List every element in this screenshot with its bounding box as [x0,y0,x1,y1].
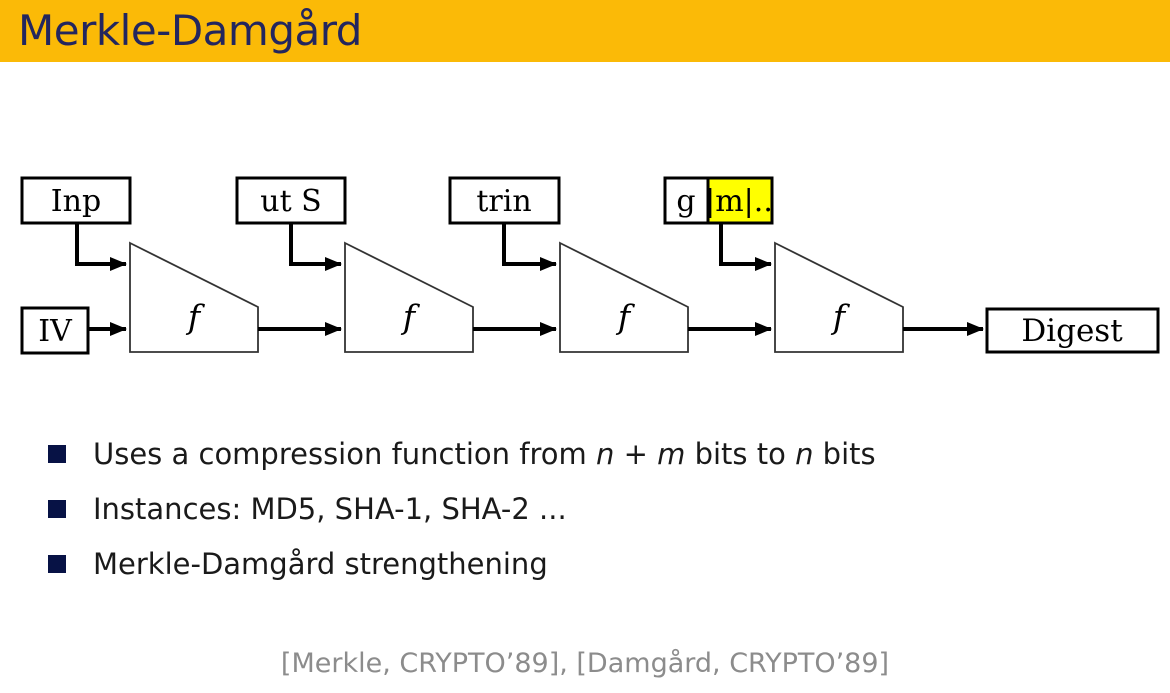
digest-label: Digest [1021,313,1123,349]
bullet1-post: bits [813,436,876,471]
digest-box [985,307,1160,354]
citation-line: [Merkle, CRYPTO’89], [Damgård, CRYPTO’89… [280,648,890,679]
bullet-text-strengthening: Merkle-Damgård strengthening [93,546,548,581]
bullet-square-icon [48,554,66,573]
header-bar: Merkle-Damgård [0,0,1170,62]
input-block-4 [663,176,774,225]
bullet-square-icon [48,444,66,463]
bullet1-var-m: m [657,436,686,471]
bullet-text-compression: Uses a compression function from n + m b… [93,437,876,471]
compression-function-4 [774,241,904,353]
length-padding-label: |m|.. [705,184,773,219]
bullet1-pre: Uses a compression function from [93,436,596,471]
arrow-block3-to-f3 [502,223,557,271]
slide-title: Merkle-Damgård [18,6,362,55]
merkle-damgard-diagram: f f f f Inp ut S trin g |m|.. IV Digest [20,176,1160,355]
bullet1-mid: bits to [685,436,796,471]
compression-function-1 [129,241,259,353]
input-block-2-label: ut S [260,184,321,219]
arrow-block1-to-f1 [75,223,127,271]
input-block-4-label: g [676,184,695,219]
bullet1-var-n2: n [795,436,814,471]
iv-label: IV [38,314,73,349]
bullet-item-instances: Instances: MD5, SHA-1, SHA-2 ... [48,481,876,536]
length-padding-cell [708,178,772,223]
arrow-block4-to-f4 [719,223,772,271]
compression-functions [129,241,904,353]
input-block-3-label: trin [476,184,531,219]
compression-function-3 [559,241,689,353]
bullet-square-icon [48,499,66,518]
bullet-text-instances: Instances: MD5, SHA-1, SHA-2 ... [93,491,567,526]
bullet-item-compression: Uses a compression function from n + m b… [48,426,876,481]
bullet1-op: + [614,436,658,471]
input-block-1-label: Inp [51,184,101,219]
bullet-item-strengthening: Merkle-Damgård strengthening [48,536,876,591]
arrow-block2-to-f2 [289,223,342,271]
bullet1-var-n1: n [595,436,615,471]
bullet-list: Uses a compression function from n + m b… [48,426,876,591]
compression-function-2 [344,241,474,353]
